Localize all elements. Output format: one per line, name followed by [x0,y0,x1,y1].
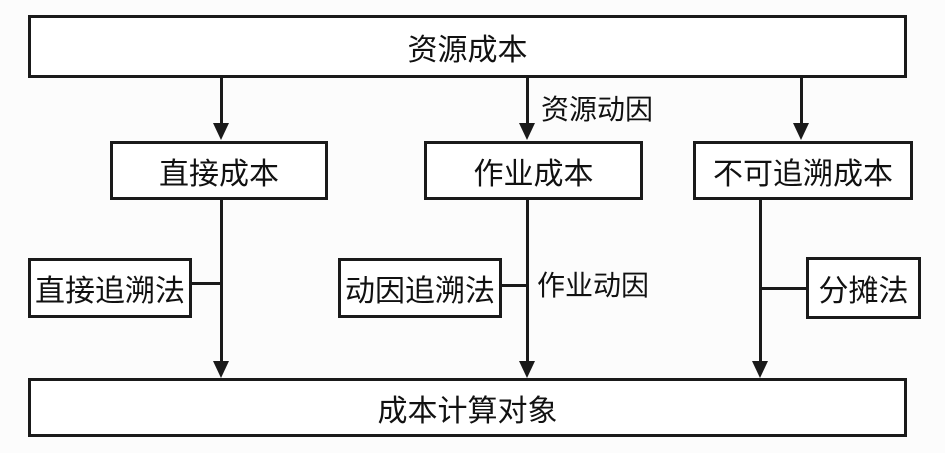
edge-activity-to-object-line [526,200,529,362]
edge-resource-to-direct-line [220,78,223,126]
node-resource-cost: 资源成本 [28,15,907,78]
edge-label-activity-driver: 作业动因 [537,271,650,302]
edge-resource-to-direct-arrowhead-icon [213,123,229,140]
node-direct-cost: 直接成本 [110,141,328,200]
edge-resource-to-activity-line [526,78,529,126]
node-activity-cost: 作业成本 [424,141,643,200]
edge-label-resource-driver: 资源动因 [541,95,654,126]
edge-activity-to-object-arrowhead-icon [519,361,535,378]
node-cost-object: 成本计算对象 [28,378,907,437]
connector-allocation-line [762,287,806,290]
node-untraceable-cost: 不可追溯成本 [693,141,913,200]
edge-resource-to-activity-arrowhead-icon [519,123,535,140]
connector-direct-tracing-line [192,282,222,285]
edge-resource-to-untraceable-line [800,78,803,126]
edge-resource-to-untraceable-arrowhead-icon [793,123,809,140]
node-allocation-method: 分摊法 [806,257,921,319]
edge-direct-to-object-line [220,200,223,362]
node-direct-tracing-method: 直接追溯法 [28,258,192,318]
node-driver-tracing-method: 动因追溯法 [338,258,502,318]
edge-untraceable-to-object-arrowhead-icon [752,361,768,378]
edge-direct-to-object-arrowhead-icon [213,361,229,378]
connector-driver-tracing-line [502,284,528,287]
edge-untraceable-to-object-line [759,200,762,362]
